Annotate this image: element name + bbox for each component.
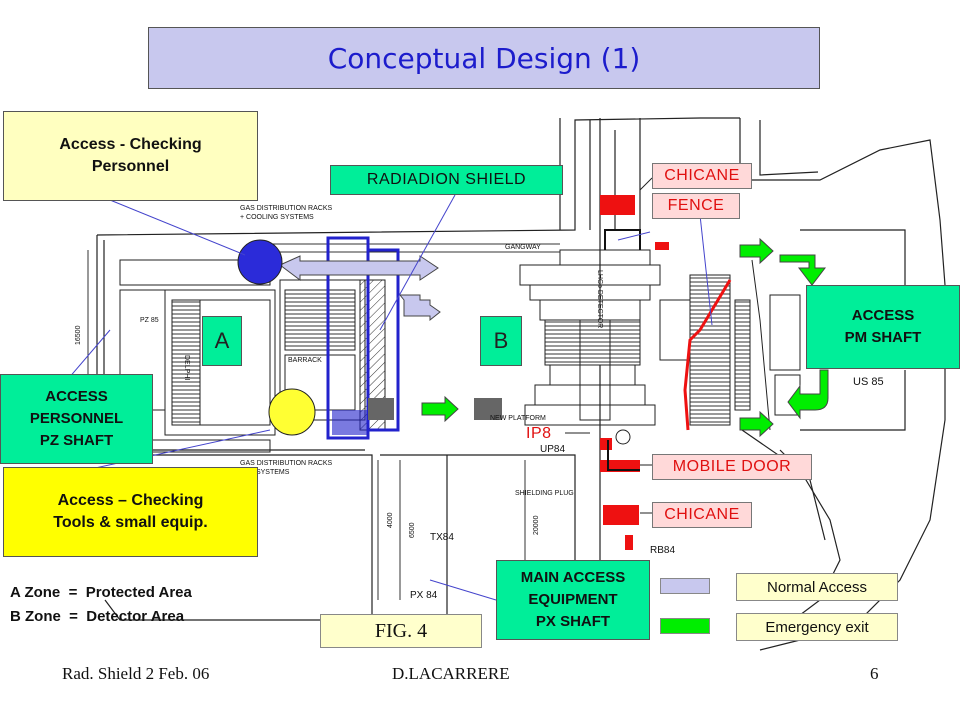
detector-label: LHCb DETECTOR [596, 270, 603, 328]
platform-label: NEW PLATFORM [490, 415, 546, 422]
ip8-label: IP8 [526, 425, 552, 442]
gangway-label: GANGWAY [505, 244, 541, 251]
zone-a-marker: A [202, 316, 242, 366]
dim-4000-label: 4000 [387, 512, 394, 528]
page-number: 6 [870, 664, 879, 683]
main-access-px-shaft-callout: MAIN ACCESS EQUIPMENT PX SHAFT [496, 560, 650, 640]
footer-author: D.LACARRERE [392, 664, 510, 683]
detector [519, 249, 661, 426]
emergency-exit-arrows [421, 237, 829, 438]
equipment-block [474, 398, 502, 420]
legend-normal-access-label: Normal Access [736, 573, 898, 601]
rb84-label: RB84 [650, 545, 675, 556]
up84-label: UP84 [540, 444, 565, 455]
page-title: Conceptual Design (1) [148, 27, 820, 89]
radiation-shield-walls [326, 236, 400, 440]
chicane-top-label: CHICANE [652, 163, 752, 189]
legend-normal-access-swatch [660, 578, 710, 594]
zone-a-definition: A Zone = Protected Area [10, 584, 192, 601]
chicane-bottom-label: CHICANE [652, 502, 752, 528]
zone-b-definition: B Zone = Detector Area [10, 608, 185, 625]
access-personnel-circle [237, 239, 283, 285]
zone-b-marker: B [480, 316, 522, 366]
us85-label: US 85 [853, 376, 884, 388]
fence-label: FENCE [652, 193, 740, 219]
normal-access-arrows [279, 255, 441, 322]
legend-emergency-exit-label: Emergency exit [736, 613, 898, 641]
fence-line [683, 279, 732, 431]
ip8-marker [615, 429, 631, 445]
figure-label: FIG. 4 [320, 614, 482, 648]
access-tools-circle [268, 388, 316, 436]
legend-emergency-exit-swatch [660, 618, 710, 634]
dim-20000-label: 20000 [533, 515, 540, 535]
access-checking-tools-callout: Access – Checking Tools & small equip. [3, 467, 258, 557]
barrack-label: BARRACK [288, 357, 322, 364]
shielding-plug-label: SHIELDING PLUG [515, 490, 574, 497]
footer-left: Rad. Shield 2 Feb. 06 [62, 664, 210, 683]
access-checking-personnel-callout: Access - Checking Personnel [3, 111, 258, 201]
pz85-label: PZ 85 [140, 317, 159, 324]
mobile-door-label: MOBILE DOOR [652, 454, 812, 480]
delphi-label: DELPHI [183, 355, 190, 380]
dim-16500-label: 16500 [75, 325, 82, 345]
px84-label: PX 84 [410, 590, 438, 601]
tx84-label: TX84 [430, 532, 454, 543]
radiation-shield-callout: RADIADION SHIELD [330, 165, 563, 195]
access-pm-shaft-callout: ACCESS PM SHAFT [806, 285, 960, 369]
gas-racks-top-label: GAS DISTRIBUTION RACKS+ COOLING SYSTEMS [240, 205, 333, 221]
right-structure [659, 259, 801, 431]
access-personnel-pz-shaft-callout: ACCESS PERSONNEL PZ SHAFT [0, 374, 153, 464]
dim-6500-label: 6500 [409, 522, 416, 538]
chicane-walls [604, 229, 641, 471]
